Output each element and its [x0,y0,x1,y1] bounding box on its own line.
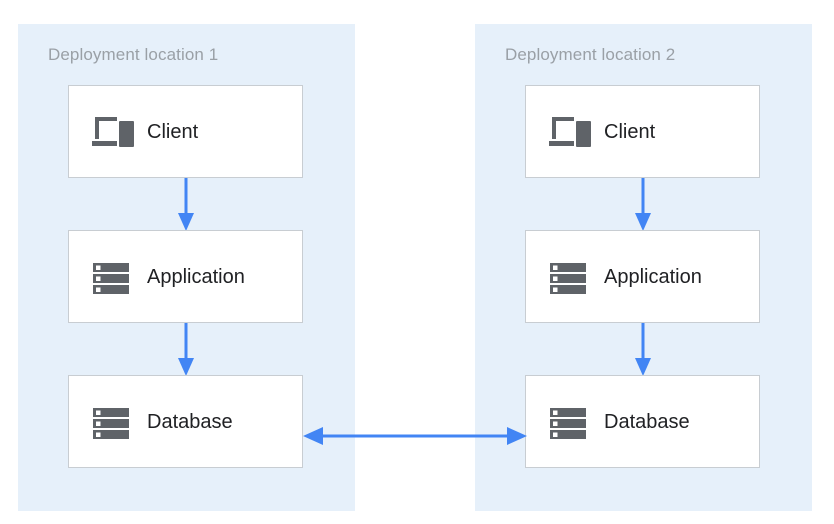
deployment-location-2-database-label: Database [604,410,690,433]
deployment-location-1-application-label: Application [147,265,245,288]
deployment-location-2-database-box[interactable]: Database [525,375,760,468]
deployment-location-2-title: Deployment location 2 [505,45,676,64]
deployment-location-1-database-box[interactable]: Database [68,375,303,468]
server-icon [93,262,129,294]
deployment-location-1-client-box[interactable]: Client [68,85,303,178]
deployment-location-2-client-label: Client [604,120,656,143]
arrow-database-replication-bidirectional [303,427,527,445]
deployment-location-1-client-label: Client [147,120,199,143]
arrow-client-to-application-location-2 [635,178,651,231]
deployment-location-1-title: Deployment location 1 [48,45,219,64]
server-icon [93,407,129,439]
arrow-application-to-database-location-1 [178,323,194,376]
deployment-location-2-application-box[interactable]: Application [525,230,760,323]
deployment-location-1-database-label: Database [147,410,233,433]
deployment-location-2-client-box[interactable]: Client [525,85,760,178]
arrow-client-to-application-location-1 [178,178,194,231]
deployment-location-1-application-box[interactable]: Application [68,230,303,323]
deployment-location-2-panel: Deployment location 2 Client [475,24,812,511]
server-icon [550,407,586,439]
deployment-location-2-application-label: Application [604,265,702,288]
arrow-application-to-database-location-2 [635,323,651,376]
devices-icon [549,116,591,147]
deployment-location-1-panel: Deployment location 1 Client [18,24,355,511]
server-icon [550,262,586,294]
devices-icon [92,116,134,147]
